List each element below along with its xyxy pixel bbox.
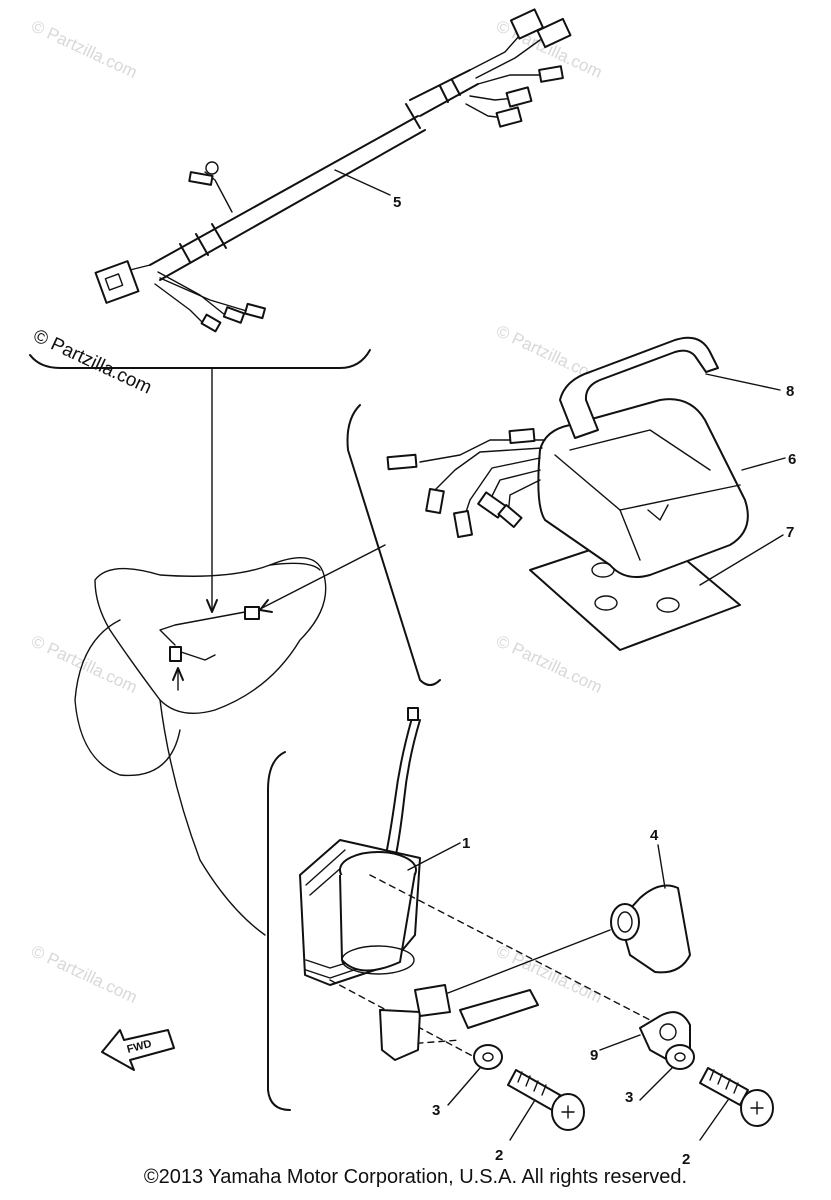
connector-icon: [509, 8, 545, 40]
connector-icon: [222, 306, 246, 324]
multi-pin-connector-icon: [94, 260, 140, 304]
watermark: © Partzilla.com: [28, 631, 140, 697]
spark-plug-cap: [610, 844, 691, 974]
connector-icon: [453, 509, 473, 539]
watermark: © Partzilla.com: [493, 631, 605, 697]
watermark: © Partzilla.com: [28, 941, 140, 1007]
callout-1: 1: [462, 835, 470, 852]
callout-5: 5: [393, 194, 401, 211]
connector-icon: [508, 427, 536, 445]
ignition-coil: [299, 707, 651, 1061]
watermark-group: © Partzilla.com © Partzilla.com © Partzi…: [28, 16, 605, 1007]
watermark-prominent: © Partzilla.com: [30, 325, 155, 398]
coil-bracket: [267, 751, 291, 1111]
callout-2-left: 2: [495, 1147, 503, 1164]
connector-icon: [200, 313, 222, 333]
connector-icon: [538, 65, 564, 83]
location-arrows: [172, 367, 386, 691]
callout-3-left: 3: [432, 1102, 440, 1119]
washer-left: [447, 1044, 503, 1106]
connector-icon: [495, 106, 523, 128]
coil-location-marker: [169, 646, 182, 662]
connector-icon: [497, 503, 523, 529]
connector-icon: [386, 453, 418, 471]
bolt-right: [699, 1067, 774, 1141]
bolt-left: [507, 1069, 585, 1141]
callout-8: 8: [786, 383, 794, 400]
fwd-arrow-icon: FWD: [101, 1029, 175, 1071]
motorcycle-outline: [74, 557, 327, 936]
callout-6: 6: [788, 451, 796, 468]
connector-icon: [425, 487, 445, 515]
callout-7: 7: [786, 524, 794, 541]
connector-icon: [244, 302, 266, 320]
rectifier-regulator: [386, 336, 786, 651]
washer-right: [639, 1044, 695, 1101]
callout-3-right: 3: [625, 1089, 633, 1106]
watermark: © Partzilla.com: [28, 16, 140, 82]
wire-harness: [94, 8, 572, 333]
copyright-notice: ©2013 Yamaha Motor Corporation, U.S.A. A…: [143, 1166, 688, 1188]
callout-2-right: 2: [682, 1151, 690, 1168]
connector-icon: [505, 86, 533, 108]
connector-icon: [188, 171, 214, 186]
callout-4: 4: [650, 827, 659, 844]
connector-icon: [536, 17, 572, 49]
callout-9: 9: [590, 1047, 598, 1064]
harness-bracket: [29, 349, 371, 369]
regulator-location-marker: [244, 606, 260, 620]
regulator-strap: [559, 336, 719, 439]
regulator-bracket: [346, 404, 441, 686]
ring-terminal-icon: [205, 161, 219, 175]
